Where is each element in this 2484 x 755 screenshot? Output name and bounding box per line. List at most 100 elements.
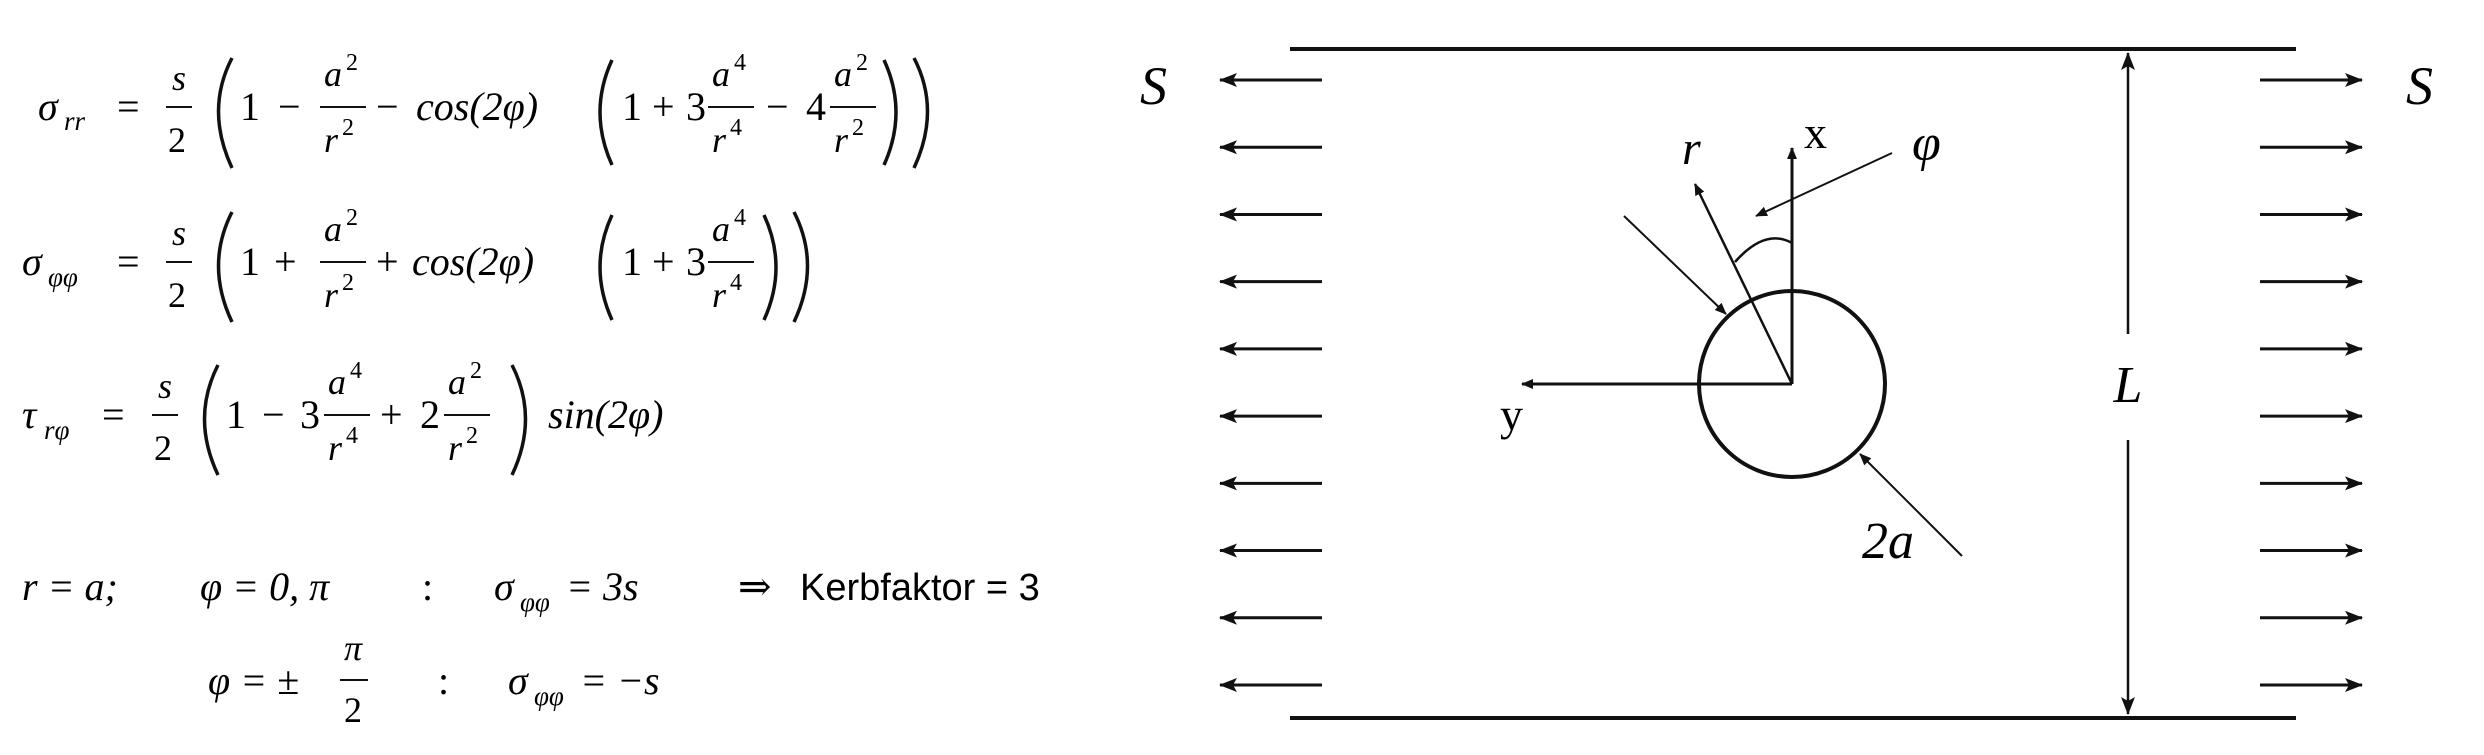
condition-line-1: r = a; φ = 0, π : σ φφ = 3s ⇒ Kerbfaktor… — [22, 564, 1040, 617]
phi-leader-arrow — [1755, 152, 1893, 217]
exp-4: 4 — [734, 205, 746, 231]
frac-r: r — [712, 120, 727, 160]
angle-phi-arc — [1734, 237, 1793, 263]
lhs-subscript: φφ — [48, 262, 78, 292]
lhs-symbol: σ — [22, 239, 43, 284]
lhs-subscript: rr — [64, 106, 86, 136]
cos-term: cos(2φ) — [412, 239, 534, 284]
cos-term: cos(2φ) — [416, 84, 538, 129]
minus-sign: − — [766, 84, 789, 129]
exp-2: 2 — [342, 270, 354, 296]
left-load-arrows — [1219, 73, 1322, 692]
frac-numerator: s — [158, 366, 172, 406]
frac-r: r — [324, 120, 339, 160]
frac-numerator: s — [172, 213, 186, 253]
inner-left-paren — [598, 59, 614, 166]
coef-2: 2 — [420, 392, 440, 437]
colon: : — [438, 658, 449, 703]
inner-right-paren — [762, 214, 778, 321]
diameter-leader-lower — [1859, 453, 1963, 557]
one: 1 — [240, 84, 260, 129]
plus-sign: + — [652, 84, 675, 129]
sigma-symbol: σ — [494, 564, 515, 609]
exp-4: 4 — [734, 50, 746, 76]
exp-2: 2 — [342, 115, 354, 141]
right-paren — [510, 364, 528, 476]
pi-numerator: π — [344, 628, 363, 668]
plus-sign: + — [274, 239, 297, 284]
coef-3: 3 — [686, 84, 706, 129]
right-paren — [792, 211, 810, 323]
inner-left-paren — [598, 214, 614, 321]
frac-a: a — [324, 209, 342, 249]
one: 1 — [240, 239, 260, 284]
plus-sign: + — [376, 239, 399, 284]
load-label-right: S — [2406, 56, 2433, 116]
phi-label: φ — [1912, 115, 1941, 172]
coef-3: 3 — [300, 392, 320, 437]
minus-sign: − — [278, 84, 301, 129]
equation-tau-rphi: τ rφ = s 2 1 − 3 a 4 r 4 + 2 a 2 r 2 sin… — [22, 358, 663, 476]
exp-4: 4 — [730, 115, 742, 141]
frac-r: r — [834, 120, 849, 160]
phi-lhs: φ = ± — [208, 658, 299, 703]
exp-4: 4 — [730, 270, 742, 296]
frac-denominator: 2 — [154, 428, 172, 468]
exp-4: 4 — [346, 423, 358, 449]
right-paren — [912, 57, 930, 169]
x-axis-label: x — [1804, 107, 1827, 158]
inner-right-paren — [882, 59, 898, 166]
exp-2: 2 — [466, 423, 478, 449]
frac-a: a — [448, 362, 466, 402]
diameter-leader-upper — [1623, 215, 1727, 315]
dimension-label-L: L — [2113, 357, 2143, 414]
kerbfaktor-text: Kerbfaktor = 3 — [800, 567, 1040, 609]
sin-term: sin(2φ) — [548, 392, 663, 437]
frac-a: a — [712, 54, 730, 94]
exp-2: 2 — [470, 358, 482, 384]
equals-sign: = — [102, 392, 125, 437]
colon: : — [422, 564, 433, 609]
two-denominator: 2 — [344, 690, 362, 730]
frac-a: a — [324, 54, 342, 94]
one: 1 — [622, 239, 642, 284]
implies-arrow: ⇒ — [738, 564, 772, 609]
plus-sign: + — [380, 392, 403, 437]
frac-denominator: 2 — [168, 275, 186, 315]
r-equals-a: r = a; — [22, 564, 118, 609]
radius-r-arrow — [1693, 183, 1794, 385]
frac-r: r — [712, 275, 727, 315]
frac-r: r — [324, 275, 339, 315]
sigma-value: = −s — [580, 658, 660, 703]
plate-with-hole-figure: S S L x y r φ 2a — [1140, 47, 2433, 720]
lhs-symbol: τ — [22, 392, 38, 437]
radius-r-label: r — [1682, 122, 1701, 175]
left-paren — [202, 364, 220, 476]
right-load-arrows — [2260, 73, 2363, 692]
left-paren — [216, 211, 234, 323]
frac-a: a — [712, 209, 730, 249]
phi-values: φ = 0, π — [200, 564, 330, 609]
equations-panel: σ rr = s 2 1 − a 2 r 2 − cos(2φ) 1 + 3 a… — [22, 50, 1040, 730]
left-paren — [216, 57, 234, 169]
lhs-subscript: rφ — [44, 415, 70, 445]
frac-numerator: s — [172, 58, 186, 98]
equation-sigma-rr: σ rr = s 2 1 − a 2 r 2 − cos(2φ) 1 + 3 a… — [38, 50, 930, 169]
frac-r: r — [448, 428, 463, 468]
sigma-subscript: φφ — [534, 681, 564, 711]
frac-a: a — [328, 362, 346, 402]
exp-2: 2 — [346, 205, 358, 231]
sigma-symbol: σ — [508, 658, 529, 703]
minus-sign: − — [262, 392, 285, 437]
exp-2: 2 — [852, 115, 864, 141]
one: 1 — [622, 84, 642, 129]
sigma-subscript: φφ — [520, 587, 550, 617]
condition-line-2: φ = ± π 2 : σ φφ = −s — [208, 628, 660, 730]
exp-4: 4 — [350, 358, 362, 384]
frac-a: a — [834, 54, 852, 94]
sigma-value: = 3s — [566, 564, 639, 609]
y-axis-label: y — [1500, 389, 1523, 440]
equals-sign: = — [117, 84, 140, 129]
lhs-symbol: σ — [38, 84, 59, 129]
exp-2: 2 — [856, 50, 868, 76]
